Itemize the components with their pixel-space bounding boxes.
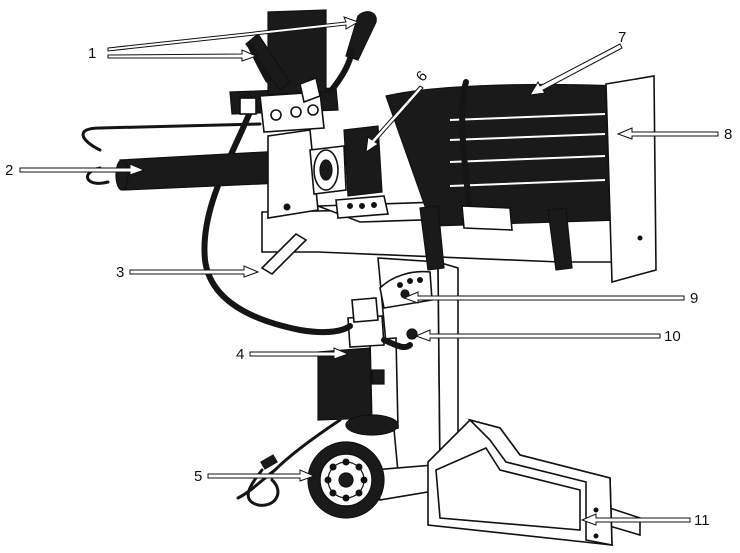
leader-4 [249, 347, 350, 360]
leader-11 [580, 513, 691, 526]
callout-2: 2 [5, 162, 13, 179]
leader-1b [107, 49, 258, 62]
leader-5 [207, 469, 316, 482]
callout-7: 7 [618, 29, 626, 46]
leader-6 [365, 85, 424, 154]
callout-5: 5 [194, 468, 202, 485]
callout-3: 3 [116, 264, 124, 281]
leader-10 [414, 329, 661, 342]
callout-6: 6 [413, 68, 431, 85]
log-tray [427, 418, 613, 546]
callout-4: 4 [236, 346, 244, 363]
callout-leaders [19, 16, 719, 526]
log-support-right [547, 207, 573, 271]
leader-1a [107, 16, 360, 52]
release-handle [260, 232, 308, 276]
callout-1: 1 [88, 45, 96, 62]
leader-7 [529, 43, 623, 96]
leader-9 [402, 291, 685, 304]
leader-8 [616, 127, 719, 140]
log-splitter-illustration [81, 9, 657, 546]
leader-2 [19, 163, 146, 176]
protective-guard [385, 75, 657, 284]
log-support-left [419, 205, 445, 271]
callout-10: 10 [664, 328, 681, 345]
wheel [307, 441, 385, 519]
callout-9: 9 [690, 290, 698, 307]
callout-11: 11 [694, 512, 710, 529]
callout-8: 8 [724, 126, 732, 143]
motor [317, 297, 413, 436]
callout-numbers: 1 2 3 4 5 6 7 8 9 10 11 [5, 29, 732, 529]
leader-3 [129, 265, 260, 278]
cylinder-housing [267, 129, 319, 219]
operating-handles [245, 9, 377, 104]
splitting-ram [309, 125, 389, 219]
control-valve-block [229, 87, 339, 133]
